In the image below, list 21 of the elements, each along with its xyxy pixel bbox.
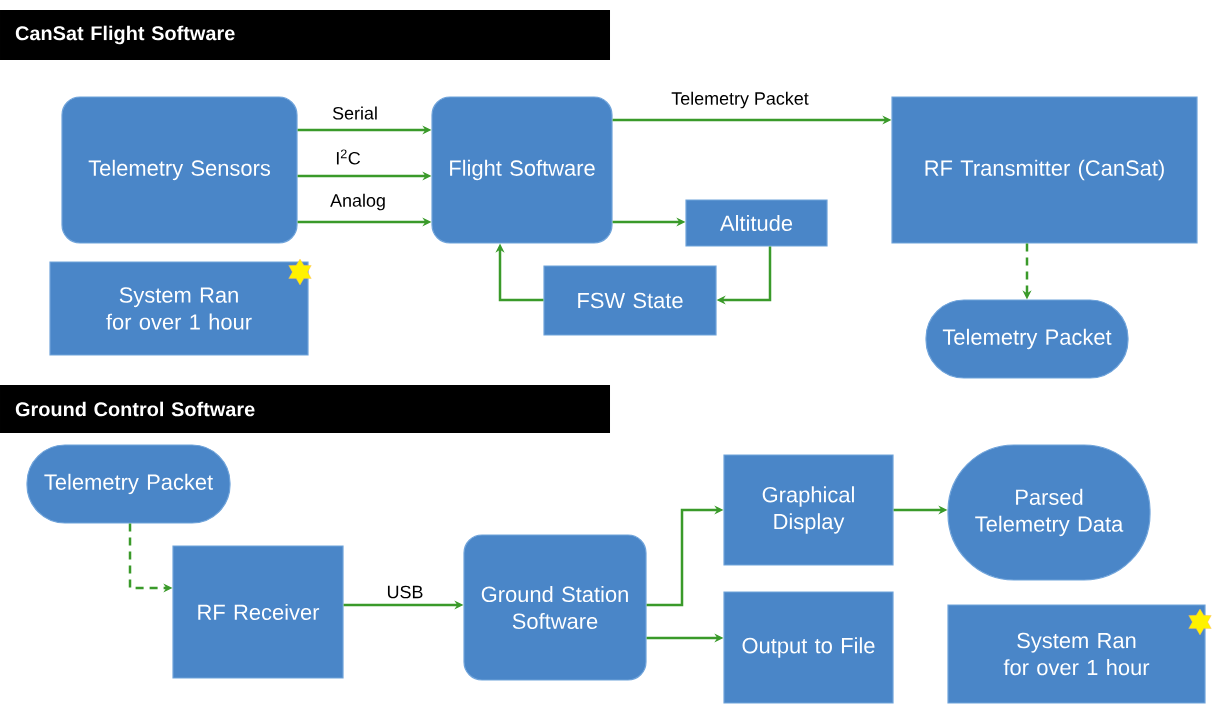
edge-label: USB [385,584,425,600]
process-box: Ground Station Software [463,534,647,681]
data-terminal: Parsed Telemetry Data [947,444,1151,581]
edge-label: Serial [330,104,380,122]
process-box: System Ran for over 1 hour [49,261,309,356]
process-box: Output to File [723,591,894,704]
edge-label: Telemetry Packet [669,90,811,110]
edge-label: Analog [328,192,388,212]
data-terminal: Telemetry Packet [26,444,231,524]
process-box: Telemetry Sensors [61,96,298,244]
process-box: RF Receiver [172,545,344,679]
process-box: Graphical Display [723,454,894,566]
edge-label: I$^{2}$C [333,147,363,167]
section-heading-band: CanSat Flight Software [0,10,610,60]
process-box: System Ran for over 1 hour [947,604,1206,704]
process-box: Flight Software [431,96,613,244]
process-box: Altitude [685,199,828,247]
process-box: RF Transmitter (CanSat) [891,96,1198,244]
process-box: FSW State [543,265,717,336]
section-heading-band: Ground Control Software [0,385,610,433]
data-terminal: Telemetry Packet [925,299,1129,379]
